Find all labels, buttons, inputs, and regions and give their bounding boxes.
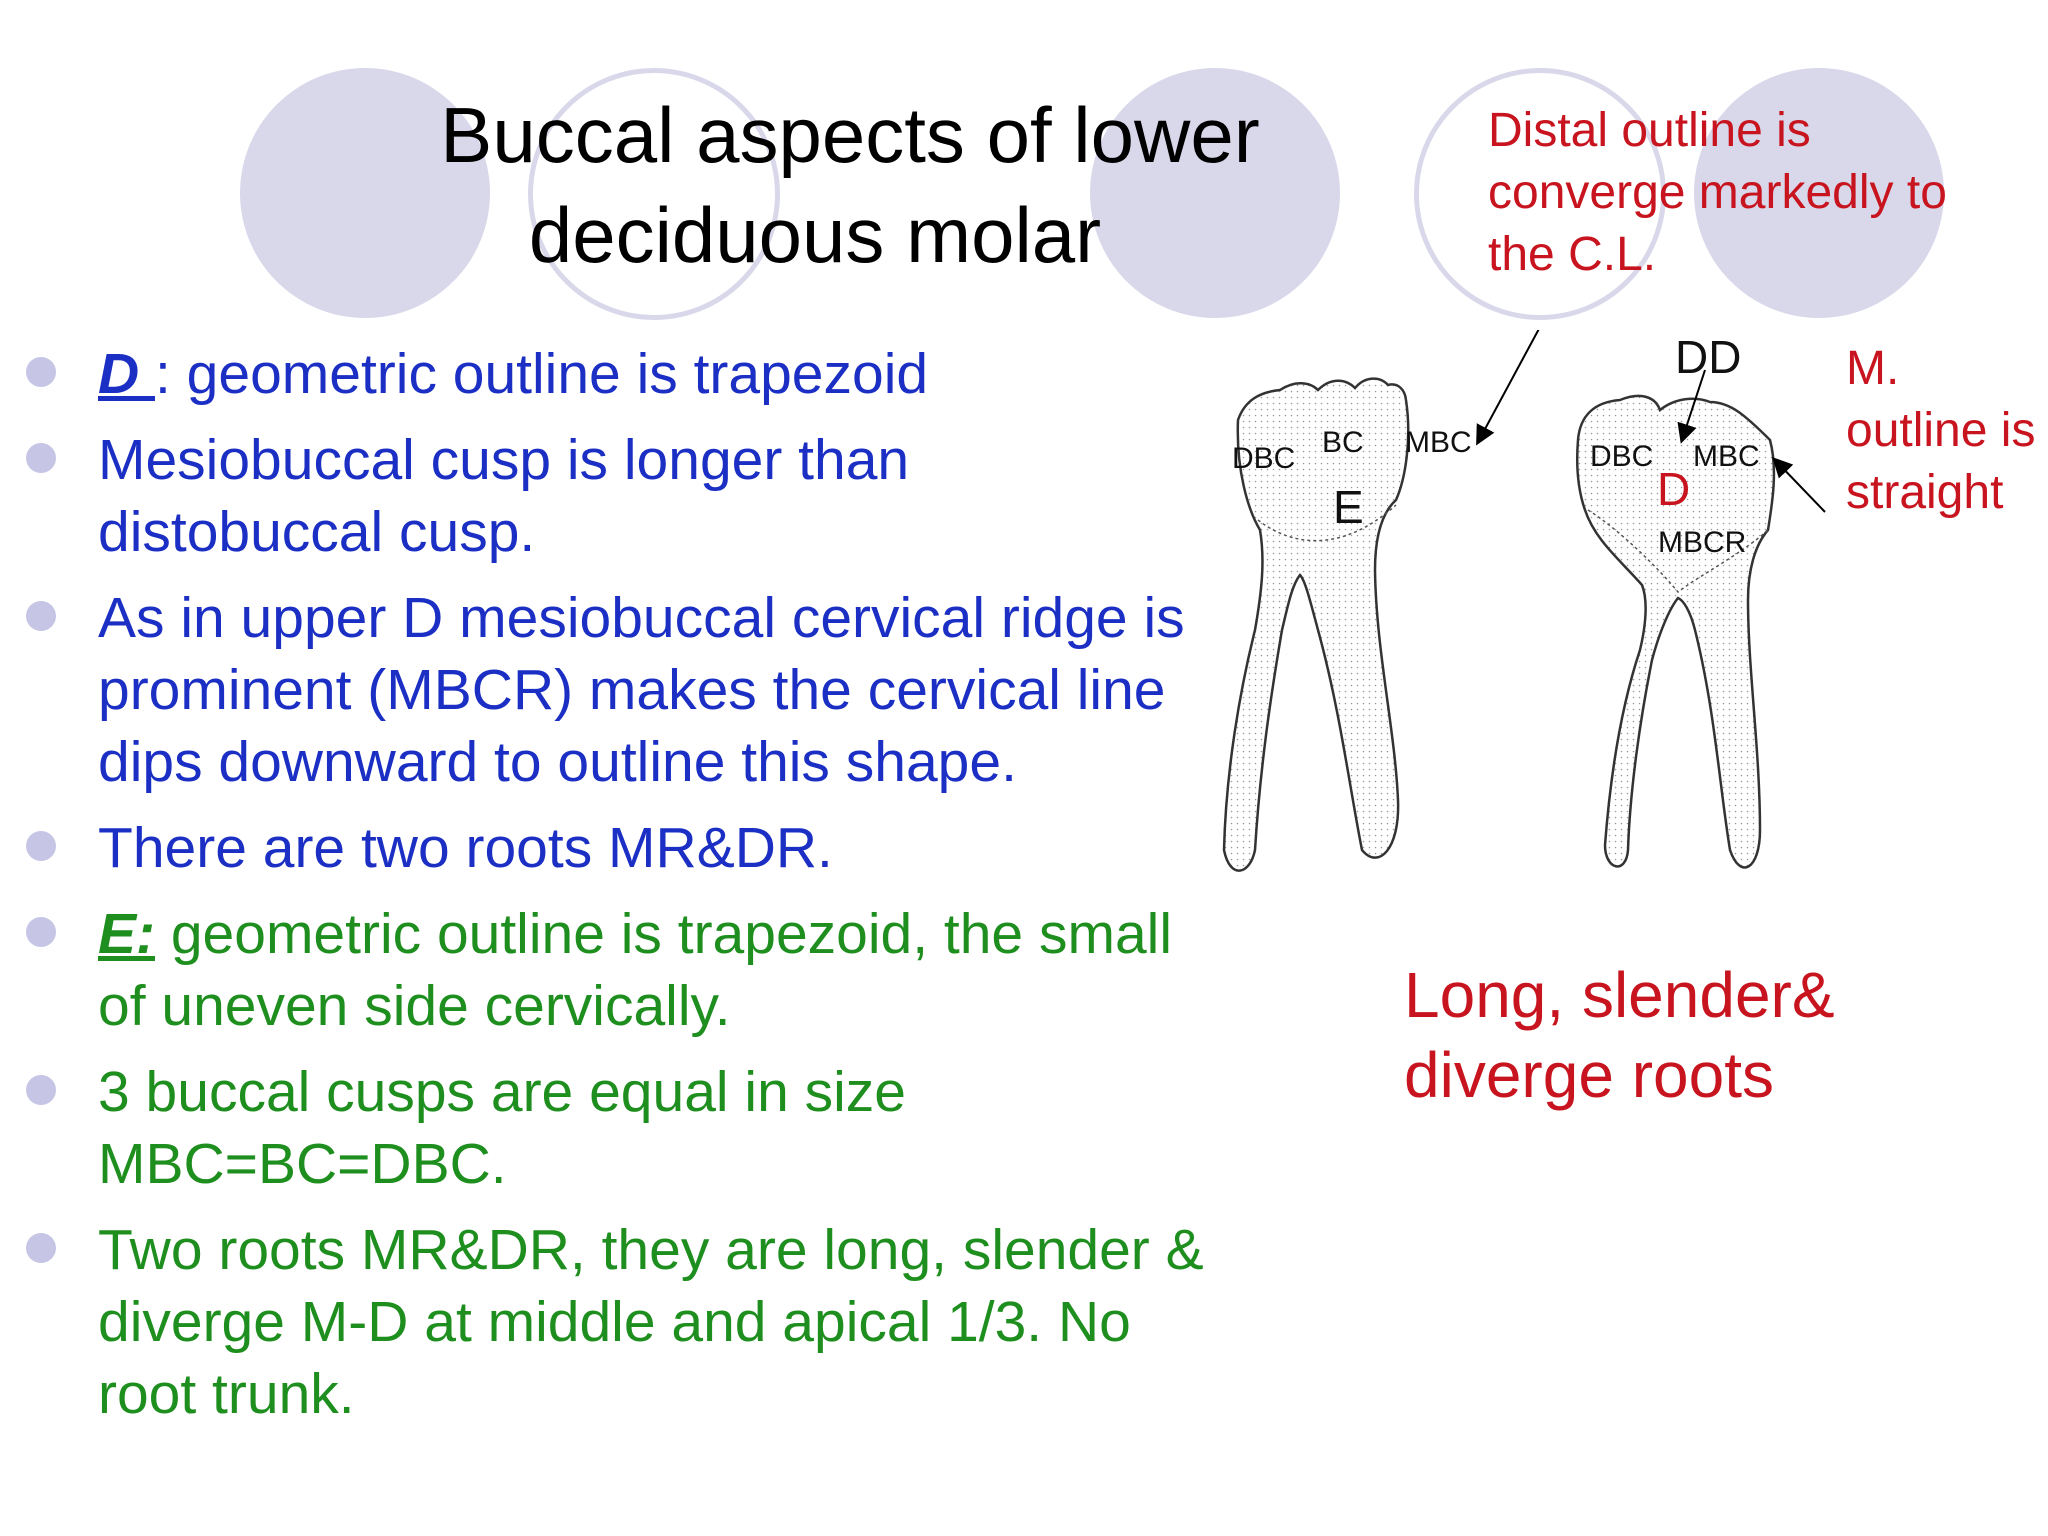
distal-outline-note: Distal outline is converge markedly to t…: [1488, 104, 1947, 281]
label-e-letter: E: [1333, 481, 1364, 533]
label-d-dbc: DBC: [1590, 440, 1654, 473]
bullet-lead: E:: [98, 902, 155, 966]
bullet-icon: [26, 443, 56, 473]
bullet-item: Mesiobuccal cusp is longer than distobuc…: [20, 424, 1210, 568]
tooth-e-cervical-line: [1257, 504, 1397, 542]
label-e-dbc: DBC: [1232, 442, 1296, 475]
label-d-mbcr: MBCR: [1658, 526, 1747, 559]
bullet-icon: [26, 357, 56, 387]
deco-circle-4: [1414, 68, 1666, 320]
mesial-outline-note: M. outline is straight: [1846, 342, 2036, 519]
tooth-figure: DBC BC MBC E DD DBC MBC D MBCR: [1200, 274, 2040, 930]
bullet-item: 3 buccal cusps are equal in size MBC=BC=…: [20, 1056, 1210, 1200]
bullet-icon: [26, 917, 56, 947]
bullet-text: Mesiobuccal cusp is longer than distobuc…: [98, 428, 910, 564]
dd-arrow: [1677, 369, 1706, 444]
bullet-text: Two roots MR&DR, they are long, slender …: [98, 1218, 1204, 1426]
bullet-list: D : geometric outline is trapezoid Mesio…: [20, 338, 1210, 1444]
label-d-letter: D: [1657, 463, 1691, 515]
bullet-text: : geometric outline is trapezoid: [155, 342, 929, 406]
tooth-d-cervical-line: [1587, 509, 1769, 594]
bullet-item: D : geometric outline is trapezoid: [20, 338, 1210, 410]
bullet-icon: [26, 601, 56, 631]
bullet-item: E: geometric outline is trapezoid, the s…: [20, 898, 1210, 1042]
title-line-1: Buccal aspects of lower: [440, 91, 1260, 179]
label-e-bc: BC: [1322, 426, 1364, 459]
label-e-mbc: MBC: [1405, 426, 1472, 459]
label-d-mbc: MBC: [1693, 440, 1760, 473]
roots-caption: Long, slender& diverge roots: [1404, 959, 1835, 1111]
tooth-d-outline: [1576, 394, 1776, 869]
bullet-text: 3 buccal cusps are equal in size MBC=BC=…: [98, 1060, 906, 1196]
bullet-text: geometric outline is trapezoid, the smal…: [98, 902, 1172, 1038]
bullet-icon: [26, 1233, 56, 1263]
mesial-outline-arrow: [1772, 457, 1826, 513]
bullet-icon: [26, 831, 56, 861]
deco-circle-3: [1090, 68, 1340, 318]
tooth-e-outline: [1222, 377, 1410, 872]
bullet-text: As in upper D mesiobuccal cervical ridge…: [98, 586, 1185, 794]
bullet-item: There are two roots MR&DR.: [20, 812, 1210, 884]
bullet-icon: [26, 1075, 56, 1105]
bullet-item: As in upper D mesiobuccal cervical ridge…: [20, 582, 1210, 798]
title-line-2: deciduous molar: [528, 191, 1102, 279]
bullet-text: There are two roots MR&DR.: [98, 816, 833, 880]
slide-title: Buccal aspects of lower deciduous molar: [300, 85, 1400, 285]
deco-circle-5: [1694, 68, 1944, 318]
label-dd: DD: [1675, 331, 1742, 383]
bullet-item: Two roots MR&DR, they are long, slender …: [20, 1214, 1210, 1430]
deco-circle-1: [240, 68, 490, 318]
distal-outline-arrow: [1476, 274, 1569, 446]
tooth-drawing: [1222, 274, 1826, 872]
deco-circle-2: [528, 68, 780, 320]
bullet-lead: D: [98, 342, 155, 406]
